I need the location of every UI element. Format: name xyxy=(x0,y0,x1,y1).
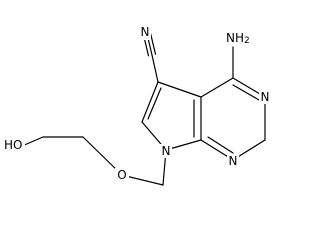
ring-n1-label: N xyxy=(227,154,239,168)
svg-text:N: N xyxy=(162,144,171,158)
nitrile-n-label: N xyxy=(139,25,151,40)
svg-text:O: O xyxy=(117,168,126,182)
pyrrole-ring xyxy=(141,81,202,151)
nitrile-bond xyxy=(142,32,159,83)
svg-text:N: N xyxy=(261,90,270,104)
svg-text:HO: HO xyxy=(4,138,22,152)
hydroxyl-label: HO xyxy=(3,138,25,153)
svg-text:NH2: NH2 xyxy=(226,31,250,46)
amine-label: NH2 xyxy=(225,30,253,46)
structure-drawing: N NH2 N N N O HO xyxy=(3,25,271,186)
ring-n3-label: N xyxy=(259,90,271,104)
svg-text:N: N xyxy=(141,25,150,39)
svg-text:N: N xyxy=(229,154,238,168)
pyrrole-n7-label: N xyxy=(160,144,172,158)
ether-o-label: O xyxy=(115,168,129,182)
pyrimidine-ring xyxy=(200,77,266,161)
side-chain xyxy=(21,136,167,186)
